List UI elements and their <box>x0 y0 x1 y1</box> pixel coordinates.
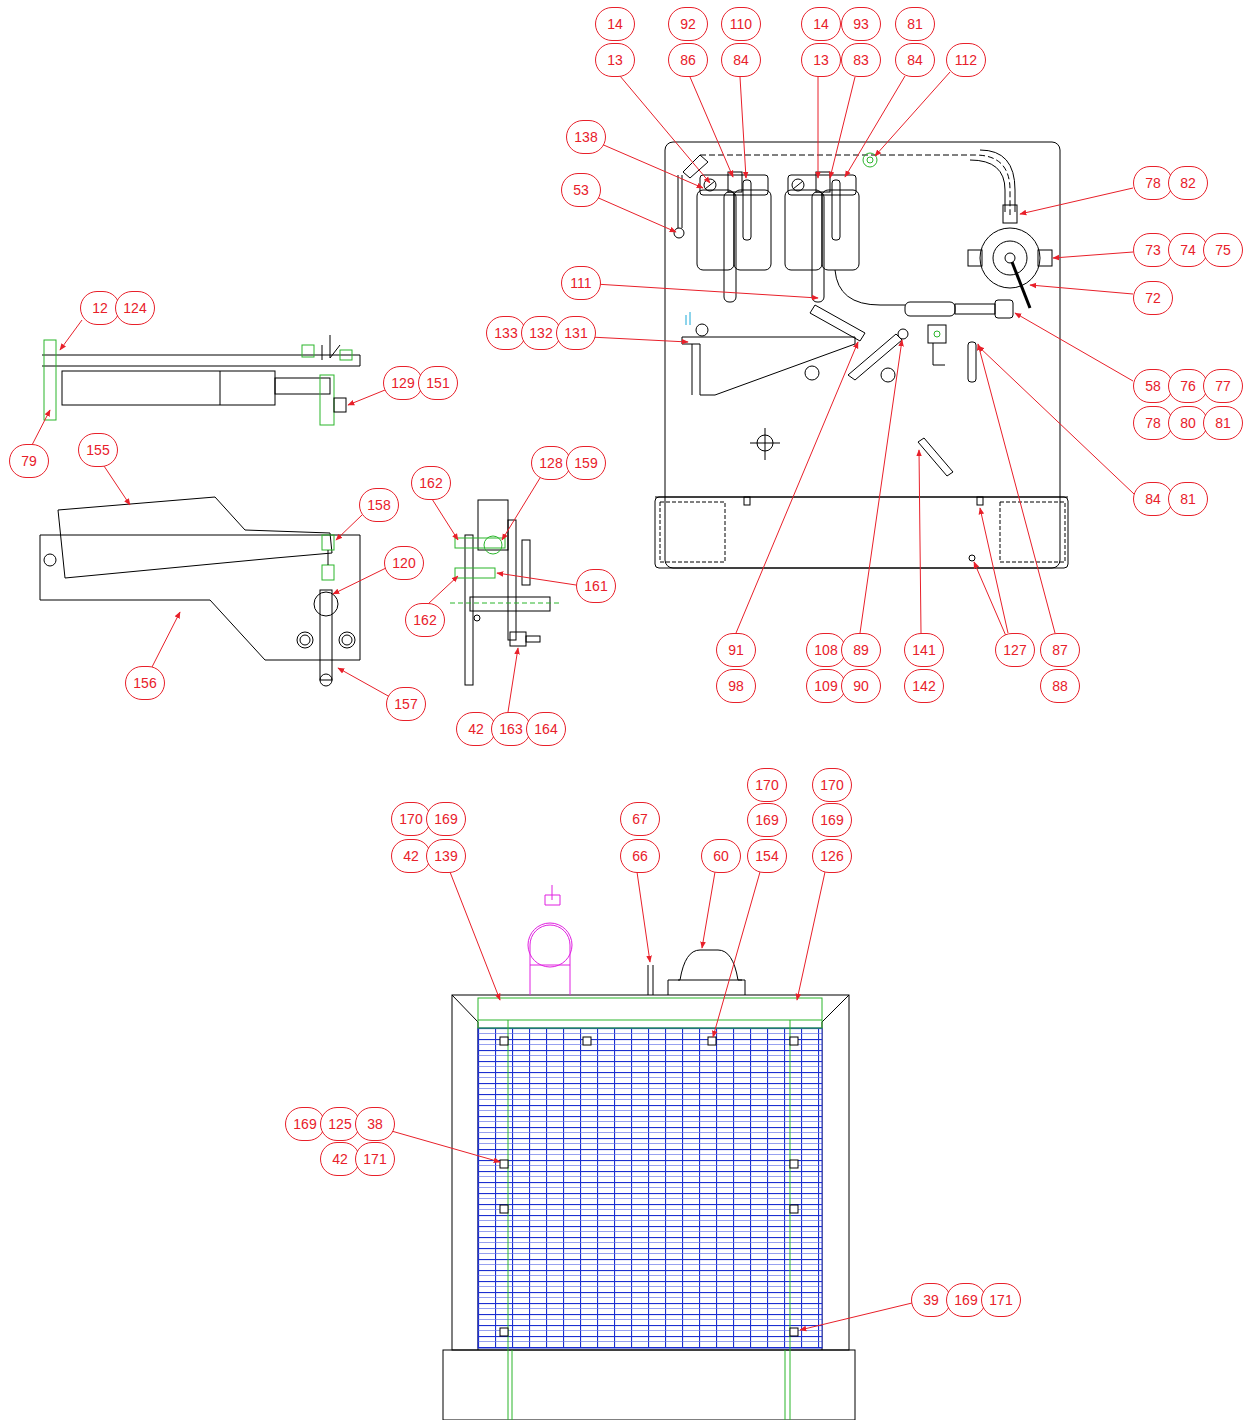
callout-number: 109 <box>806 669 846 703</box>
callout-number: 129 <box>383 366 423 400</box>
callout-number: 84 <box>895 43 935 77</box>
callout-number: 86 <box>668 43 708 77</box>
callout-number: 42 <box>320 1142 360 1176</box>
callout-number: 38 <box>355 1107 395 1141</box>
callout-number: 131 <box>556 316 596 350</box>
callout-number: 66 <box>620 839 660 873</box>
callout-number: 13 <box>801 43 841 77</box>
callout-number: 156 <box>125 666 165 700</box>
callout-number: 81 <box>1168 482 1208 516</box>
callout-number: 124 <box>115 291 155 325</box>
callout-number: 157 <box>386 687 426 721</box>
callout-number: 88 <box>1040 669 1080 703</box>
callout-number: 73 <box>1133 233 1173 267</box>
callout-number: 80 <box>1168 406 1208 440</box>
callout-number: 132 <box>521 316 561 350</box>
callout-number: 81 <box>895 7 935 41</box>
callout-number: 14 <box>801 7 841 41</box>
callout-number: 108 <box>806 633 846 667</box>
callout-number: 164 <box>526 712 566 746</box>
callout-number: 171 <box>355 1142 395 1176</box>
callout-number: 76 <box>1168 369 1208 403</box>
callout-number: 87 <box>1040 633 1080 667</box>
callout-number: 163 <box>491 712 531 746</box>
callout-number: 127 <box>995 633 1035 667</box>
callout-number: 39 <box>911 1283 951 1317</box>
callout-number: 98 <box>716 669 756 703</box>
callout-number: 42 <box>391 839 431 873</box>
callout-number: 42 <box>456 712 496 746</box>
callout-number: 128 <box>531 446 571 480</box>
callout-number: 82 <box>1168 166 1208 200</box>
callout-number: 67 <box>620 802 660 836</box>
callout-number: 126 <box>812 839 852 873</box>
callout-number: 12 <box>80 291 120 325</box>
callout-number: 93 <box>841 7 881 41</box>
callout-number: 112 <box>946 43 986 77</box>
callout-number: 170 <box>747 768 787 802</box>
callout-number: 90 <box>841 669 881 703</box>
callout-number: 125 <box>320 1107 360 1141</box>
callout-number: 83 <box>841 43 881 77</box>
callout-number: 92 <box>668 7 708 41</box>
callout-number: 155 <box>78 433 118 467</box>
callout-number: 170 <box>391 802 431 836</box>
callout-number: 89 <box>841 633 881 667</box>
callout-number: 142 <box>904 669 944 703</box>
callout-number: 110 <box>721 7 761 41</box>
callout-number: 53 <box>561 173 601 207</box>
callout-number: 133 <box>486 316 526 350</box>
callout-number: 139 <box>426 839 466 873</box>
callout-number: 162 <box>405 603 445 637</box>
callout-number: 158 <box>359 488 399 522</box>
callout-number: 91 <box>716 633 756 667</box>
callout-number: 170 <box>812 768 852 802</box>
callout-number: 111 <box>561 266 601 300</box>
callout-number: 74 <box>1168 233 1208 267</box>
callout-number: 159 <box>566 446 606 480</box>
callout-number: 120 <box>384 546 424 580</box>
callout-number: 162 <box>411 466 451 500</box>
callout-number: 13 <box>595 43 635 77</box>
callout-number: 75 <box>1203 233 1243 267</box>
callout-number: 84 <box>1133 482 1173 516</box>
callout-number: 60 <box>701 839 741 873</box>
callout-number: 169 <box>426 802 466 836</box>
callout-number: 169 <box>946 1283 986 1317</box>
callout-number: 154 <box>747 839 787 873</box>
callout-number: 14 <box>595 7 635 41</box>
callout-number: 78 <box>1133 406 1173 440</box>
callout-number: 141 <box>904 633 944 667</box>
callout-number: 81 <box>1203 406 1243 440</box>
callout-number: 151 <box>418 366 458 400</box>
callout-number: 78 <box>1133 166 1173 200</box>
callout-number: 169 <box>285 1107 325 1141</box>
callout-number: 169 <box>747 803 787 837</box>
callout-number: 138 <box>566 120 606 154</box>
callout-number: 169 <box>812 803 852 837</box>
callout-number: 58 <box>1133 369 1173 403</box>
callout-number: 79 <box>9 444 49 478</box>
callout-number: 84 <box>721 43 761 77</box>
callout-number: 161 <box>576 569 616 603</box>
callout-number: 72 <box>1133 281 1173 315</box>
callout-number: 171 <box>981 1283 1021 1317</box>
callout-number: 77 <box>1203 369 1243 403</box>
